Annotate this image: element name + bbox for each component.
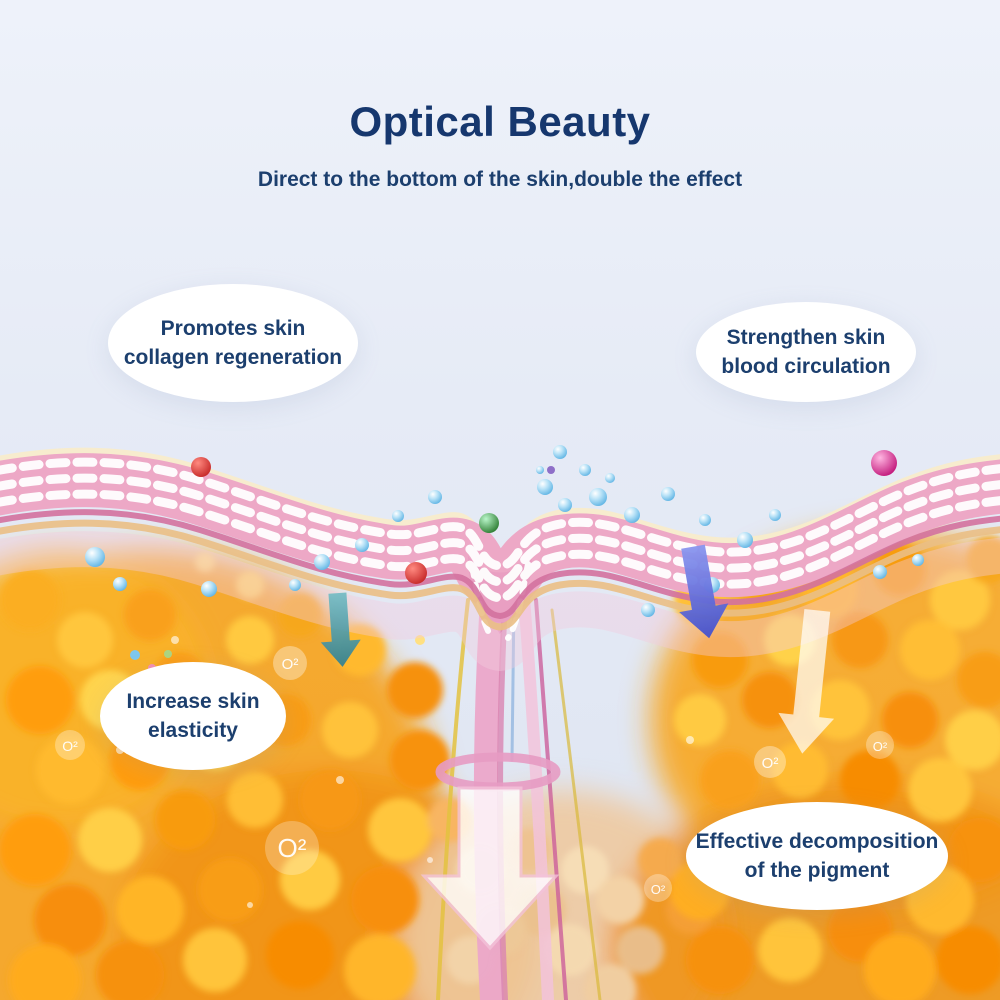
- callout-line: Effective decomposition: [695, 829, 939, 853]
- red-ball: [405, 562, 427, 584]
- o2-badge: O²: [866, 731, 894, 759]
- callout-line: Promotes skin: [160, 316, 306, 340]
- svg-text:O²: O²: [62, 738, 78, 754]
- o2-badge: O²: [273, 646, 307, 680]
- o2-badge: O²: [55, 730, 85, 760]
- nutrient-balls: [191, 450, 897, 584]
- o2-badge: O²: [265, 821, 319, 875]
- svg-text:O²: O²: [651, 882, 666, 897]
- red-ball: [191, 457, 211, 477]
- fat-cells-texture: [0, 536, 1000, 1000]
- callout-line: Strengthen skin: [726, 325, 886, 349]
- callout-skin-elasticity: Increase skin elasticity: [100, 662, 286, 770]
- o2-badge: O²: [644, 874, 672, 902]
- callout-line: blood circulation: [721, 355, 891, 378]
- o2-badge: O²: [754, 746, 786, 778]
- dermis-band: [0, 447, 1000, 672]
- svg-text:O²: O²: [282, 656, 299, 673]
- page-title: Optical Beauty: [349, 98, 651, 145]
- center-big-arrow: [420, 786, 560, 951]
- callout-line: collagen regeneration: [123, 346, 343, 369]
- pink-ball: [871, 450, 897, 476]
- callout-pigment-decomposition: Effective decomposition of the pigment: [686, 802, 948, 910]
- oxygen-bubbles: [85, 445, 924, 617]
- blue-down-arrow: [679, 544, 729, 639]
- arrows-layer: [320, 544, 835, 951]
- collagen-dashes: [0, 457, 1000, 641]
- svg-text:O²: O²: [278, 833, 307, 863]
- callout-line: elasticity: [148, 719, 238, 742]
- callout-line: of the pigment: [744, 859, 890, 882]
- callout-line: Increase skin: [126, 689, 260, 713]
- svg-text:O²: O²: [873, 739, 888, 754]
- green-ball: [479, 513, 499, 533]
- svg-text:O²: O²: [762, 755, 779, 772]
- header: Optical Beauty Direct to the bottom of t…: [0, 98, 1000, 192]
- callout-blood-circulation: Strengthen skin blood circulation: [696, 302, 916, 402]
- purple-dot: [547, 466, 555, 474]
- white-down-arrow: [778, 609, 835, 754]
- o2-badges: O² O² O² O² O² O²: [55, 646, 894, 902]
- callout-collagen-regeneration: Promotes skin collagen regeneration: [108, 284, 358, 402]
- page-subtitle: Direct to the bottom of the skin,double …: [257, 168, 743, 191]
- teal-down-arrow: [320, 592, 361, 667]
